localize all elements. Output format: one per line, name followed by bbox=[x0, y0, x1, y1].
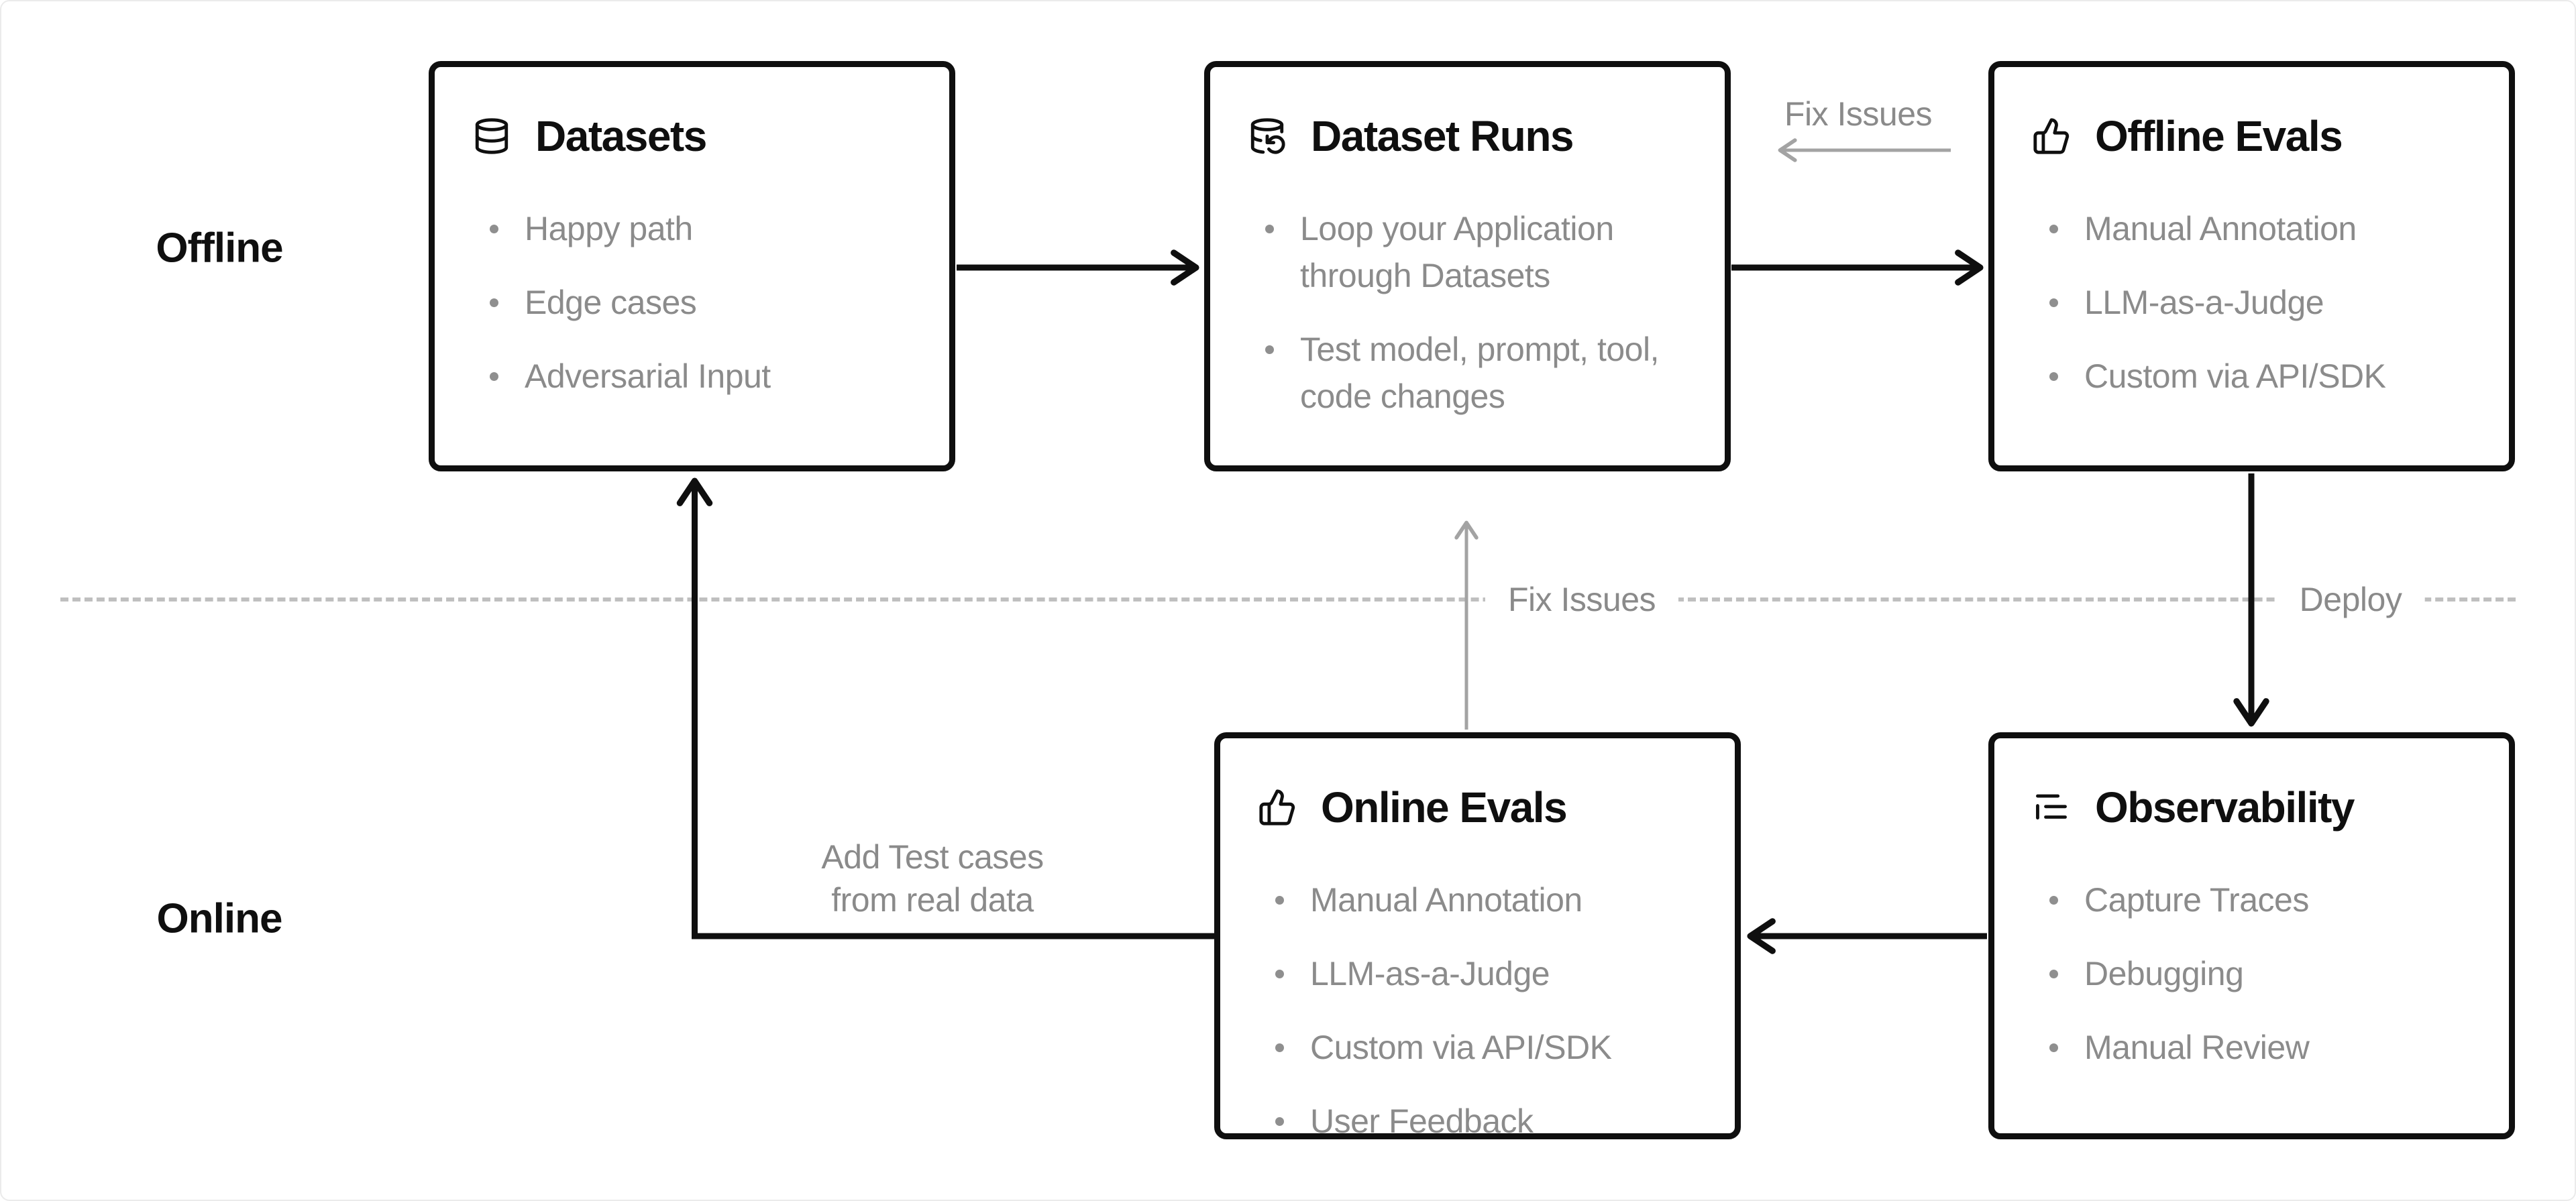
offline-evals-title: Offline Evals bbox=[2095, 112, 2343, 160]
dataset-runs-box: Dataset Runs Loop your Application throu… bbox=[1204, 61, 1731, 471]
thumbs-up-icon bbox=[2032, 117, 2071, 156]
arrow-online-evals-to-datasets bbox=[676, 477, 1214, 939]
bullet-item: Adversarial Input bbox=[490, 353, 912, 400]
bullet-item: User Feedback bbox=[1275, 1098, 1697, 1145]
offline-evals-header: Offline Evals bbox=[2032, 111, 2471, 161]
add-test-cases-label: Add Test cases from real data bbox=[821, 836, 1044, 921]
dataset-runs-header: Dataset Runs bbox=[1248, 111, 1687, 161]
online-section-label: Online bbox=[156, 895, 283, 942]
bullet-item: Manual Review bbox=[2049, 1024, 2471, 1071]
bullet-item: Debugging bbox=[2049, 950, 2471, 997]
bullet-item: Manual Annotation bbox=[1275, 876, 1697, 923]
offline-evals-bullet-list: Manual Annotation LLM-as-a-Judge Custom … bbox=[2032, 205, 2471, 400]
online-evals-bullet-list: Manual Annotation LLM-as-a-Judge Custom … bbox=[1258, 876, 1697, 1145]
datasets-title: Datasets bbox=[535, 112, 707, 160]
fix-issues-top-label: Fix Issues bbox=[1784, 95, 1933, 133]
add-test-cases-line1: Add Test cases bbox=[821, 838, 1044, 876]
observability-header: Observability bbox=[2032, 783, 2471, 832]
offline-online-separator bbox=[60, 597, 2516, 602]
observability-title: Observability bbox=[2095, 783, 2355, 832]
database-icon bbox=[472, 117, 511, 156]
bullet-item: Loop your Application through Datasets bbox=[1265, 205, 1687, 299]
datasets-bullet-list: Happy path Edge cases Adversarial Input bbox=[472, 205, 912, 400]
offline-section-label: Offline bbox=[156, 225, 283, 272]
offline-evals-box: Offline Evals Manual Annotation LLM-as-a… bbox=[1988, 61, 2515, 471]
bullet-item: Custom via API/SDK bbox=[1275, 1024, 1697, 1071]
datasets-box: Datasets Happy path Edge cases Adversari… bbox=[429, 61, 955, 471]
add-test-cases-line2: from real data bbox=[831, 881, 1034, 919]
fix-issues-middle-label: Fix Issues bbox=[1485, 577, 1679, 622]
dataset-runs-bullet-list: Loop your Application through Datasets T… bbox=[1248, 205, 1687, 420]
bullet-item: Custom via API/SDK bbox=[2049, 353, 2471, 400]
observability-box: Observability Capture Traces Debugging M… bbox=[1988, 732, 2515, 1139]
bullet-item: Capture Traces bbox=[2049, 876, 2471, 923]
deploy-label: Deploy bbox=[2276, 577, 2425, 622]
bullet-item: Edge cases bbox=[490, 279, 912, 326]
bullet-item: LLM-as-a-Judge bbox=[2049, 279, 2471, 326]
list-tree-icon bbox=[2032, 788, 2071, 827]
bullet-item: Happy path bbox=[490, 205, 912, 252]
datasets-header: Datasets bbox=[472, 111, 912, 161]
bullet-item: Manual Annotation bbox=[2049, 205, 2471, 252]
online-evals-header: Online Evals bbox=[1258, 783, 1697, 832]
observability-bullet-list: Capture Traces Debugging Manual Review bbox=[2032, 876, 2471, 1071]
database-backup-icon bbox=[1248, 117, 1287, 156]
online-evals-title: Online Evals bbox=[1321, 783, 1568, 832]
bullet-item: Test model, prompt, tool, code changes bbox=[1265, 326, 1687, 420]
dataset-runs-title: Dataset Runs bbox=[1311, 112, 1574, 160]
thumbs-up-icon bbox=[1258, 788, 1297, 827]
online-evals-box: Online Evals Manual Annotation LLM-as-a-… bbox=[1214, 732, 1741, 1140]
bullet-item: LLM-as-a-Judge bbox=[1275, 950, 1697, 997]
